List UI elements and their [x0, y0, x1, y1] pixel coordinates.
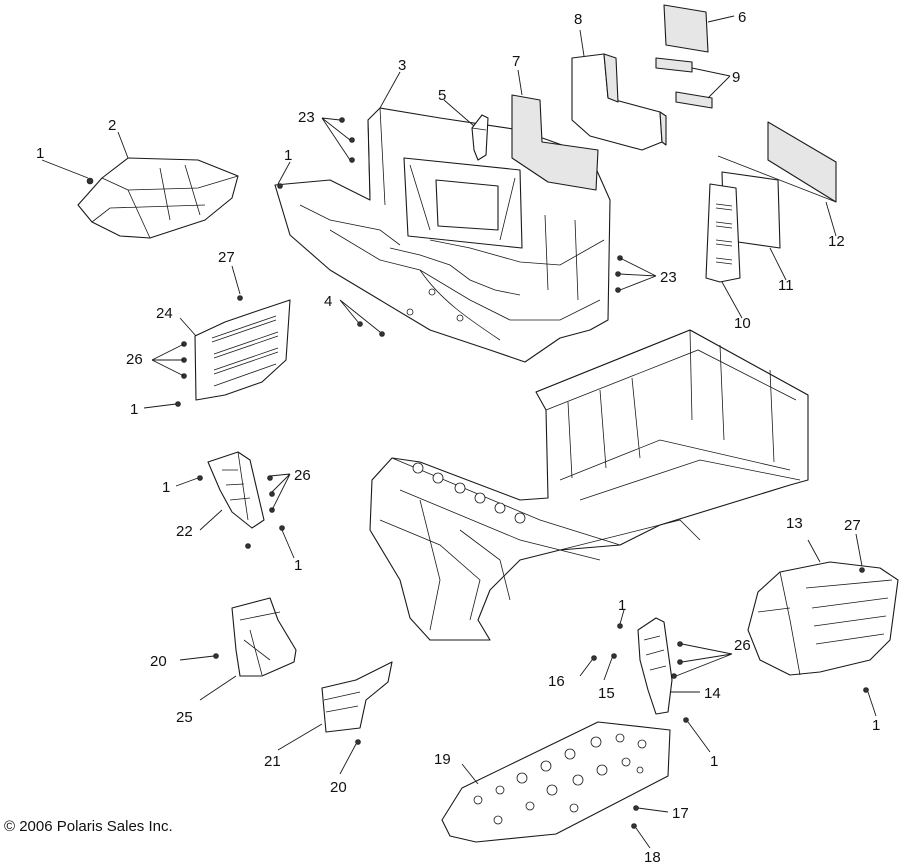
callout-8: 8	[574, 11, 582, 28]
callout-12: 12	[828, 233, 845, 250]
callout-9: 9	[732, 69, 740, 86]
callout-15: 15	[598, 685, 615, 702]
chassis-frame	[369, 329, 809, 641]
callout-16: 16	[548, 673, 565, 690]
callout-6: 6	[738, 9, 746, 26]
callout-17: 17	[672, 805, 689, 822]
callout-1: 1	[710, 753, 718, 770]
part-19-skid-plate	[441, 721, 671, 843]
callout-1: 1	[872, 717, 880, 734]
part-14-bracket	[637, 617, 673, 715]
callout-21: 21	[264, 753, 281, 770]
part-21-shield	[321, 661, 393, 733]
part-24-side-panel	[194, 299, 291, 401]
callout-26: 26	[734, 637, 751, 654]
callout-7: 7	[512, 53, 520, 70]
callout-20: 20	[150, 653, 167, 670]
part-10-louver-panel	[705, 183, 741, 283]
part-6-pad	[663, 4, 709, 53]
part-7-panel	[511, 94, 599, 191]
part-9-strips	[655, 57, 713, 109]
callout-25: 25	[176, 709, 193, 726]
callout-20: 20	[330, 779, 347, 796]
callout-19: 19	[434, 751, 451, 768]
callout-24: 24	[156, 305, 173, 322]
callout-2: 2	[108, 117, 116, 134]
part-2-front-skid-plate	[77, 157, 239, 239]
callout-4: 4	[324, 293, 332, 310]
part-25-shield-panel	[231, 597, 297, 677]
callout-labels: 1 2 1 3 23 5 7 8 6 9 12 11 10 23 4 27 24…	[36, 9, 880, 864]
part-13-storage-box	[747, 561, 899, 676]
callout-1: 1	[130, 401, 138, 418]
callout-1: 1	[36, 145, 44, 162]
part-3-cab-tub	[274, 107, 611, 363]
callout-13: 13	[786, 515, 803, 532]
callout-10: 10	[734, 315, 751, 332]
callout-26: 26	[294, 467, 311, 484]
leader-lines	[41, 15, 877, 849]
callout-18: 18	[644, 849, 661, 864]
callout-22: 22	[176, 523, 193, 540]
callout-11: 11	[778, 277, 794, 294]
part-22-bracket	[207, 451, 265, 529]
callout-27: 27	[844, 517, 861, 534]
callout-23: 23	[660, 269, 677, 286]
callout-5: 5	[438, 87, 446, 104]
callout-1: 1	[162, 479, 170, 496]
part-5-bracket	[471, 114, 489, 161]
callout-14: 14	[704, 685, 721, 702]
callout-27: 27	[218, 249, 235, 266]
callout-1: 1	[618, 597, 626, 614]
callout-1: 1	[284, 147, 292, 164]
part-8-foam-block	[571, 53, 667, 151]
callout-3: 3	[398, 57, 406, 74]
callout-1: 1	[294, 557, 302, 574]
callout-23: 23	[298, 109, 315, 126]
part-12-foam-strip	[717, 121, 837, 203]
copyright-notice: © 2006 Polaris Sales Inc.	[4, 818, 173, 835]
callout-26: 26	[126, 351, 143, 368]
